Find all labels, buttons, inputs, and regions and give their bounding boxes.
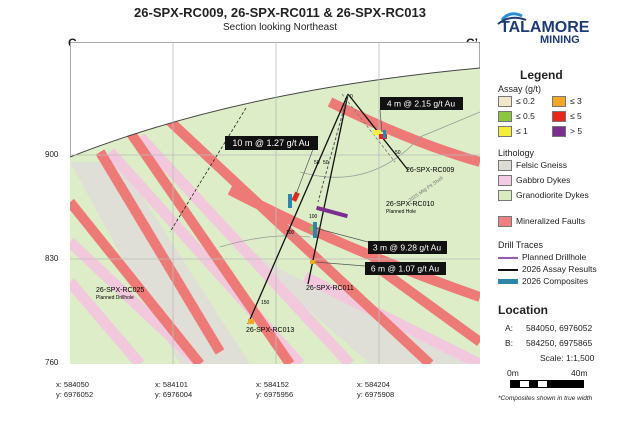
lithology-layers (70, 68, 480, 364)
composite-markers (288, 130, 386, 238)
planned-hole-rc025-trace (169, 107, 247, 233)
callout-leader (314, 227, 369, 243)
drill-legend-title: Drill Traces (498, 240, 544, 250)
scalebar-end-label: 40m (571, 368, 588, 378)
scale-text: Scale: 1:1,500 (540, 353, 595, 363)
depth-label-50: 50 (314, 160, 320, 166)
assay-segment-purple (316, 205, 348, 219)
extension-trace (341, 93, 396, 163)
hole-rc011-trace (307, 93, 349, 285)
location-a-value: 584050, 6976052 (526, 323, 593, 333)
planned-hole-rc010-trace (317, 93, 349, 203)
intercept-callout-3: 3 m @ 9.28 g/t Au (368, 241, 447, 254)
hole-status-rc010: Planned Hole (386, 209, 416, 215)
composite-marker (313, 222, 317, 232)
mineralized-faults (70, 97, 480, 364)
figure-title: 26-SPX-RC009, 26-SPX-RC011 & 26-SPX-RC01… (134, 5, 426, 20)
intercept-callout-text: 3 m @ 9.28 g/t Au (373, 243, 441, 253)
hole-label-rc025: 26-SPX-RC025 (96, 287, 144, 294)
pit-shell-outline (219, 111, 480, 248)
depth-label-50-c: 50 (395, 150, 401, 156)
felsic-gneiss-zones (70, 162, 480, 364)
intercept-callout-text: 4 m @ 2.15 g/t Au (387, 99, 455, 109)
cross-section-map: 0 50 50 50 100 100 150 26-SPX-RC009 26-S… (70, 42, 480, 364)
depth-label-100-b: 100 (309, 214, 318, 220)
elevation-label-900: 900 (45, 150, 59, 159)
hole-status-rc025: Planned Drillhole (96, 295, 134, 301)
depth-label-50-b: 50 (323, 160, 329, 166)
intercept-callout-text: 6 m @ 1.07 g/t Au (371, 264, 439, 274)
location-title: Location (498, 303, 548, 317)
topography-line (70, 67, 480, 158)
scale-bar (510, 380, 584, 388)
coordinate-grid (70, 42, 480, 364)
logo-text-sub: MINING (540, 34, 580, 44)
intercept-callout-1: 4 m @ 2.15 g/t Au (380, 97, 463, 110)
legend-title: Legend (520, 68, 563, 82)
intercept-callout-2: 10 m @ 1.27 g/t Au (225, 136, 318, 150)
collar-label: 0 (350, 94, 353, 100)
composite-marker (383, 130, 386, 138)
intercept-callout-text: 10 m @ 1.27 g/t Au (232, 138, 309, 148)
location-b-key: B: (505, 338, 514, 348)
callout-leader (314, 261, 366, 267)
hole-label-rc009: 26-SPX-RC009 (406, 167, 454, 174)
assay-segment-yellow (373, 130, 381, 135)
elevation-label-830: 830 (45, 254, 59, 263)
composite-marker (313, 230, 317, 238)
hole-label-rc011: 26-SPX-RC011 (306, 285, 354, 292)
hole-label-rc013: 26-SPX-RC013 (246, 327, 294, 334)
depth-label-150: 150 (261, 300, 270, 306)
elevation-label-760: 760 (45, 358, 59, 367)
drill-traces (169, 93, 409, 325)
assay-segment-orange (310, 260, 316, 264)
scalebar-start-label: 0m (507, 368, 519, 378)
location-a-key: A: (505, 323, 514, 333)
lithology-legend-title: Lithology (498, 148, 535, 158)
location-b-value: 584250, 6975865 (526, 338, 593, 348)
assay-legend-title: Assay (g/t) (498, 84, 542, 94)
composite-marker (288, 194, 292, 208)
hole-rc013-trace (247, 93, 349, 325)
footnote: *Composites shown in true width (498, 395, 593, 402)
callout-leader (379, 109, 383, 133)
intercept-callout-4: 6 m @ 1.07 g/t Au (365, 262, 446, 275)
assay-segment-red (291, 191, 300, 202)
assay-segment-orange-2 (248, 319, 254, 324)
logo-text-main: TALAMORE (500, 19, 590, 36)
figure-subtitle: Section looking Northeast (223, 22, 337, 33)
company-logo: TALAMORE MINING (496, 8, 616, 46)
hole-label-rc010: 26-SPX-RC010 (386, 201, 434, 208)
depth-label-100: 100 (286, 230, 295, 236)
